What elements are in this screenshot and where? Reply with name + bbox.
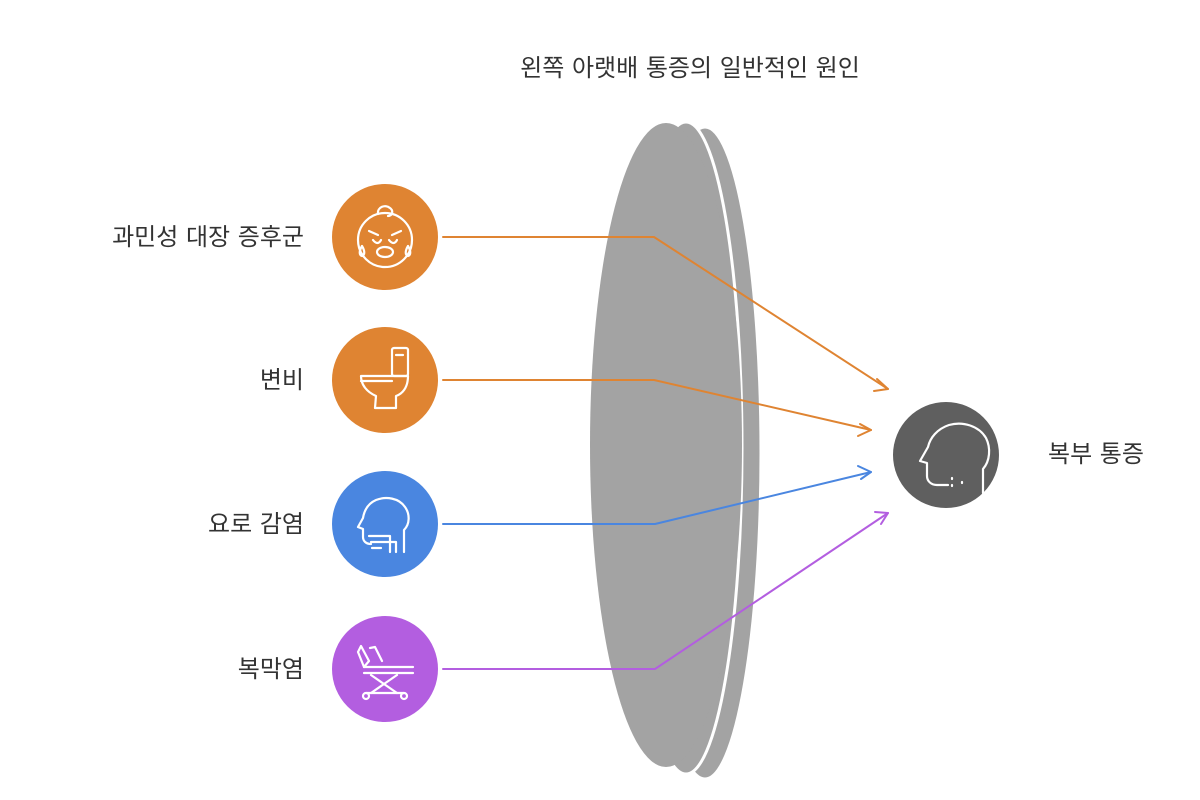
cause-node-constipation <box>332 327 438 433</box>
cause-node-uti <box>332 471 438 577</box>
arrowhead-constipation <box>857 423 872 437</box>
toilet-icon <box>359 346 410 410</box>
cause-label-uti: 요로 감염 <box>208 510 304 538</box>
result-circle <box>893 402 999 508</box>
cause-label-constipation: 변비 <box>259 366 304 394</box>
connector-constipation <box>442 379 872 431</box>
cause-label-ibs: 과민성 대장 증후군 <box>112 223 304 251</box>
result-label: 복부 통증 <box>1048 440 1144 468</box>
cause-node-ibs <box>332 184 438 290</box>
connector-uti <box>442 471 872 525</box>
connectors <box>442 236 889 670</box>
arrowhead-peritonitis <box>874 511 889 525</box>
cause-circle-ibs <box>332 184 438 290</box>
cause-circle-peritonitis <box>332 616 438 722</box>
connector-ibs <box>442 236 889 390</box>
crying-baby-icon <box>356 205 414 269</box>
arrowhead-uti <box>857 465 872 480</box>
cause-circle-uti <box>332 471 438 577</box>
head-profile-icon <box>918 422 991 495</box>
cause-label-peritonitis: 복막염 <box>237 655 304 683</box>
arrowhead-ibs <box>873 378 889 392</box>
connector-peritonitis <box>442 512 889 670</box>
result-node-abdominal-pain <box>893 402 999 508</box>
throat-profile-icon <box>356 496 410 554</box>
lens <box>590 120 763 781</box>
diagram-title: 왼쪽 아랫배 통증의 일반적인 원인 <box>520 54 860 82</box>
hospital-bed-icon <box>356 644 415 701</box>
cause-node-peritonitis <box>332 616 438 722</box>
lens-front-disc <box>590 123 742 767</box>
